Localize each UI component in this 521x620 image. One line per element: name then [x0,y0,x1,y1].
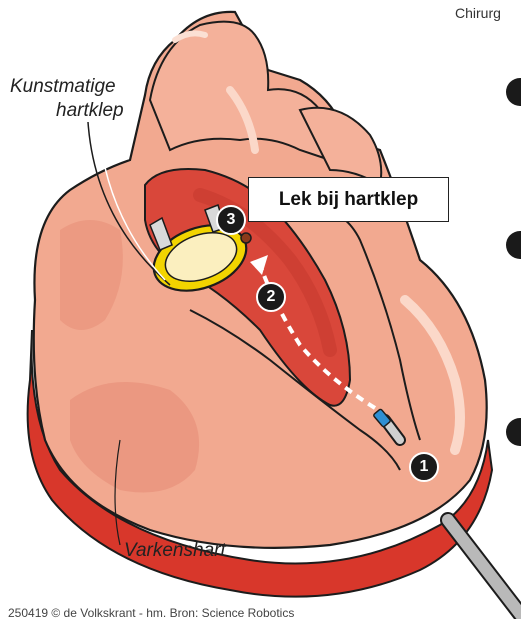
side-bullet-2 [506,231,521,259]
valve-label-line1: Kunstmatige [10,76,116,98]
catheter-tube-fill [448,520,521,615]
step-badge-2: 2 [256,282,286,312]
step-badge-3: 3 [216,205,246,235]
credit-line: 250419 © de Volkskrant - hm. Bron: Scien… [8,606,294,620]
valve-label-line2: hartklep [56,100,124,122]
top-caption: Chirurg [455,5,501,21]
heart-label: Varkenshart [124,540,226,562]
step-badge-1: 1 [409,452,439,482]
side-bullet-1 [506,78,521,106]
side-bullet-3 [506,418,521,446]
leak-point [241,233,251,243]
leak-callout: Lek bij hartklep [248,177,449,222]
